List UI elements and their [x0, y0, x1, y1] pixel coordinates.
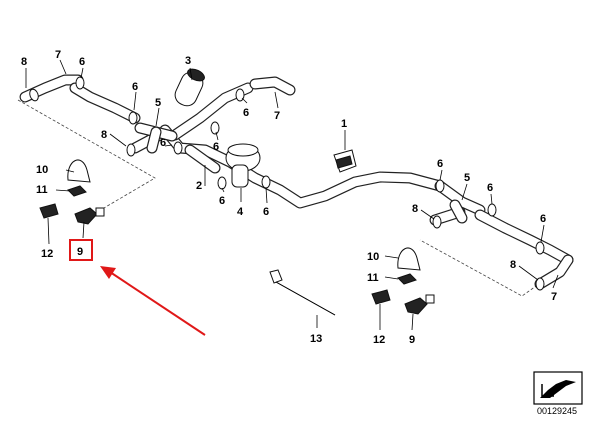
callout-10: 10: [367, 251, 379, 263]
callout-6: 6: [132, 81, 138, 93]
hose-section-2: [184, 144, 221, 174]
callout-8: 8: [510, 259, 516, 271]
callout-11: 11: [367, 272, 379, 284]
callout-6: 6: [437, 158, 443, 170]
callout-11: 11: [36, 184, 48, 196]
callout-6: 6: [160, 137, 166, 149]
callout-9: 9: [409, 334, 415, 346]
t-connector-right: [449, 199, 468, 224]
callout-3: 3: [185, 55, 191, 67]
callout-6: 6: [487, 182, 493, 194]
nozzle-right: [404, 294, 435, 315]
callout-6: 6: [263, 206, 269, 218]
callout-2: 2: [196, 180, 202, 192]
callout-10: 10: [36, 164, 48, 176]
callout-6: 6: [540, 213, 546, 225]
reference-number: 00129245: [537, 406, 577, 416]
valve-body: [225, 143, 261, 188]
callout-1: 1: [341, 118, 347, 130]
highlight-box: [69, 239, 93, 261]
callout-12: 12: [41, 248, 53, 260]
holder-clip: [333, 149, 357, 173]
clip-right: [371, 289, 391, 305]
gasket-left: [67, 185, 87, 197]
callout-8: 8: [412, 203, 418, 215]
callout-8: 8: [21, 56, 27, 68]
callout-9-highlighted[interactable]: 9: [77, 246, 83, 258]
cable-tie: [269, 269, 336, 316]
nozzle-left: [74, 207, 105, 225]
leader-lines: [25, 59, 559, 331]
dashed-outline-left: [17, 99, 156, 216]
clip-left: [39, 203, 59, 219]
hose-clamps: [29, 76, 545, 291]
callout-5: 5: [155, 97, 161, 109]
callout-labels: 8 7 6 3 6 7 6 5 8 6 6 10 11 12 9 2 6 4 6…: [21, 49, 557, 346]
hose-main: [159, 76, 446, 209]
dashed-outline-right: [419, 239, 571, 297]
callout-13: 13: [310, 333, 322, 345]
callout-6: 6: [79, 56, 85, 68]
callout-7: 7: [55, 49, 61, 61]
t-connector-left: [134, 122, 178, 154]
nozzle-cap-right: [397, 247, 421, 271]
red-pointer-arrow: [100, 266, 206, 336]
callout-7: 7: [551, 291, 557, 303]
callout-6: 6: [219, 195, 225, 207]
gasket-right: [397, 273, 417, 285]
callout-6: 6: [243, 107, 249, 119]
callout-5: 5: [464, 172, 470, 184]
callout-12: 12: [373, 334, 385, 346]
callout-4: 4: [237, 206, 244, 218]
filter-cylinder: [174, 68, 205, 107]
callout-7: 7: [274, 110, 280, 122]
nozzle-cap-left: [67, 159, 91, 183]
callout-8: 8: [101, 129, 107, 141]
callout-6: 6: [213, 141, 219, 153]
reference-stamp: 00129245: [533, 371, 583, 416]
